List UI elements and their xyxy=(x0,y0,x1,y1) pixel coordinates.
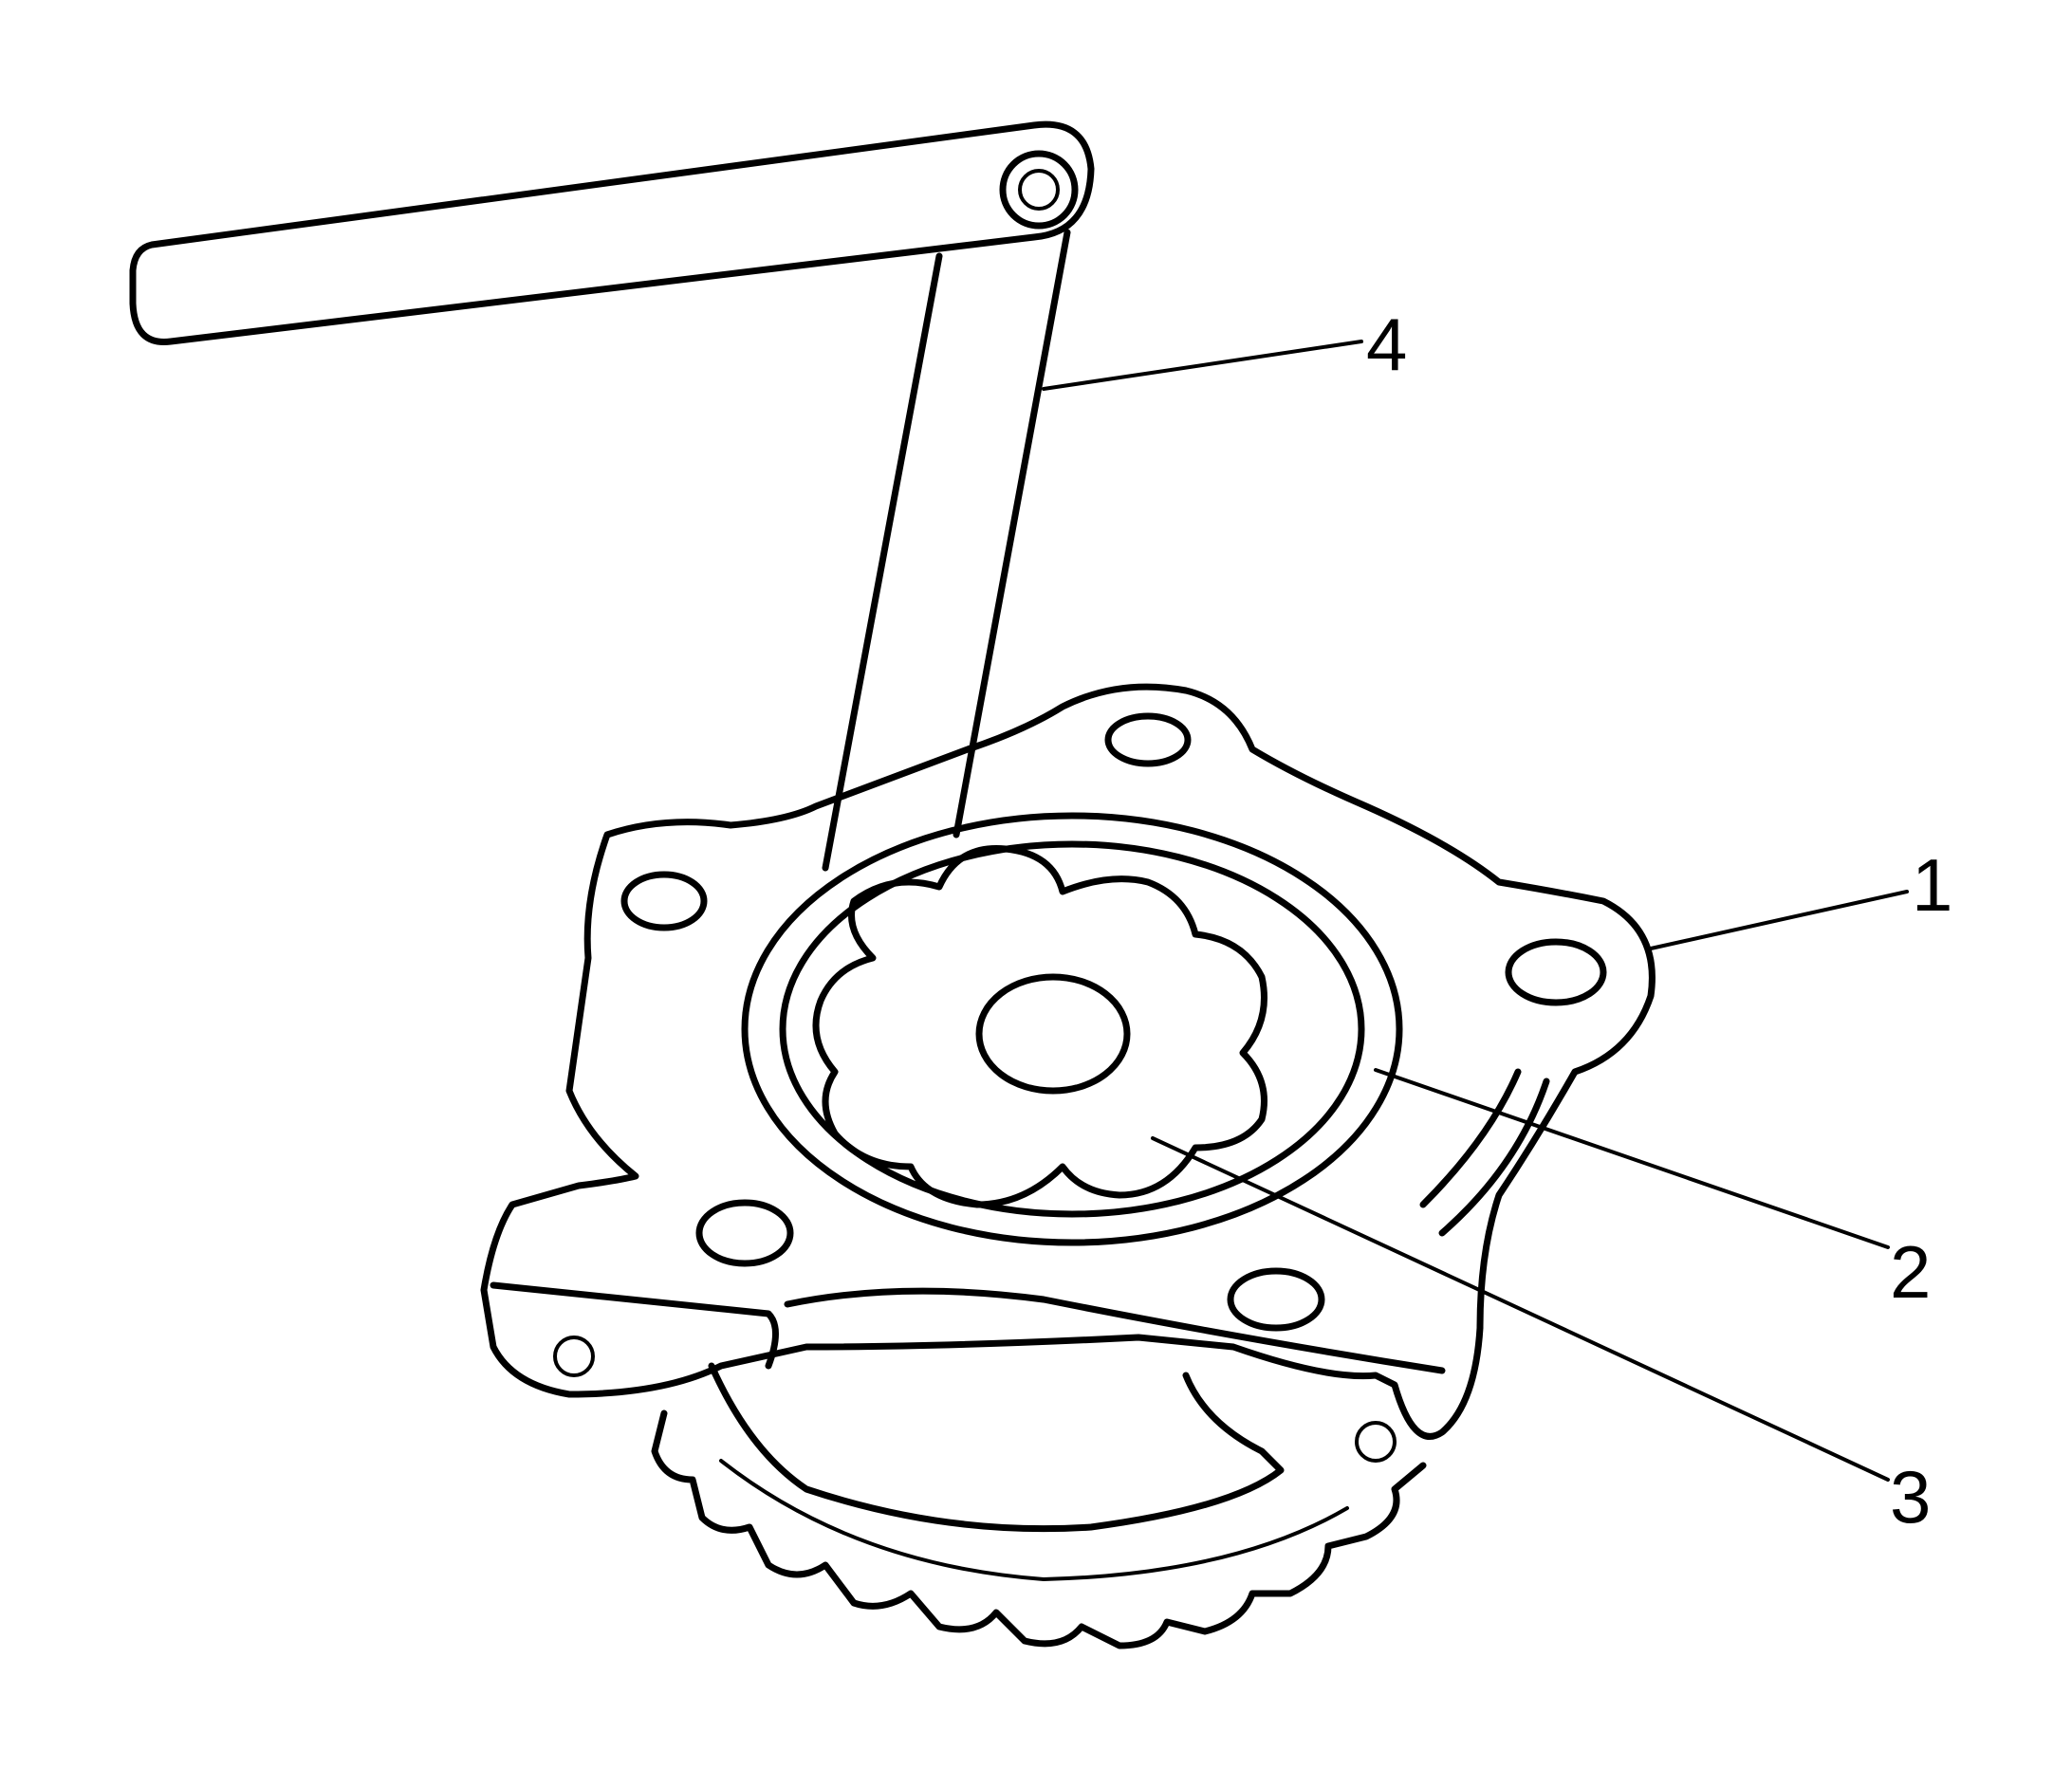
callout-4: 4 xyxy=(1366,303,1407,386)
bolt-hole-top xyxy=(1104,712,1192,767)
outer-rotor-ring xyxy=(779,840,1365,1218)
tool-pivot-outer xyxy=(999,150,1079,230)
pump-bore-rim xyxy=(741,812,1403,1246)
leader-lines xyxy=(1042,340,1909,1482)
callout-3: 3 xyxy=(1890,1455,1931,1538)
inner-rotor xyxy=(812,845,1267,1208)
callout-labels: 1 2 3 4 xyxy=(1366,303,1952,1538)
leader-4 xyxy=(1042,340,1363,391)
tool-pivot-inner xyxy=(1018,169,1060,211)
tool-handle xyxy=(129,120,1095,345)
housing-outline xyxy=(480,683,1656,1440)
outer-rotor xyxy=(741,812,1403,1246)
sprocket-root xyxy=(719,1459,1349,1582)
housing-front-edge xyxy=(490,1281,1446,1374)
inner-rotor-lobes xyxy=(812,845,1267,1208)
callout-1: 1 xyxy=(1912,843,1952,927)
mount-hole-left xyxy=(553,1336,595,1377)
mount-hole-right xyxy=(1355,1421,1397,1463)
leader-1 xyxy=(1649,890,1909,950)
rotor-hub xyxy=(975,973,1131,1095)
leader-2 xyxy=(1374,1068,1890,1249)
bolt-hole-left-lower xyxy=(695,1199,794,1267)
callout-2: 2 xyxy=(1890,1230,1931,1314)
bolt-hole-left-upper xyxy=(620,871,708,931)
housing-side-passage xyxy=(1419,1068,1550,1237)
bolt-hole-right xyxy=(1505,938,1607,1006)
gauge-tool xyxy=(129,120,1095,872)
tool-rod xyxy=(822,229,1071,872)
sprocket-teeth xyxy=(651,1409,1427,1649)
bolt-hole-bottom xyxy=(1227,1267,1325,1332)
drive-sprocket xyxy=(651,1409,1427,1649)
pump-lower-body xyxy=(708,1362,1285,1533)
leader-3 xyxy=(1151,1136,1890,1482)
